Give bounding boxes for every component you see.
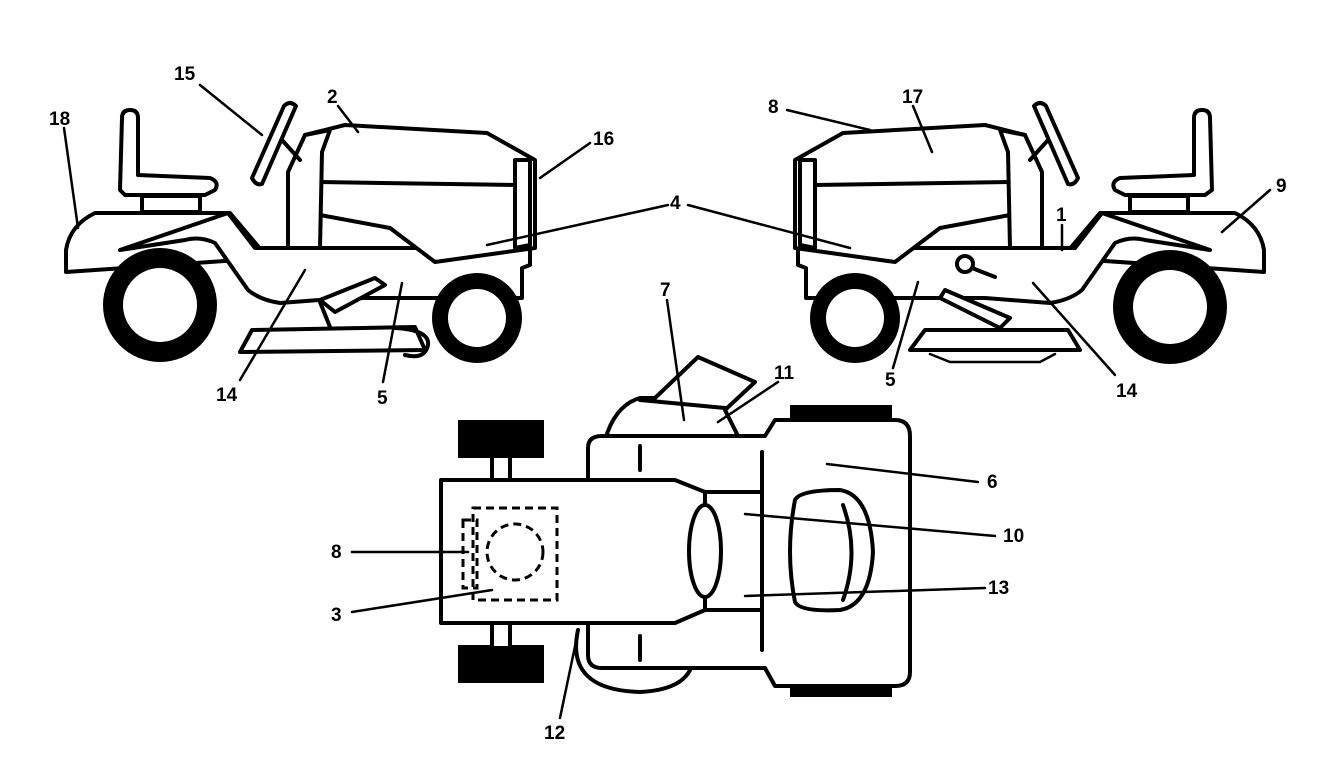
left-seat xyxy=(118,108,219,197)
right-steering-column xyxy=(1028,138,1050,162)
callout-top-3: 3 xyxy=(331,605,342,626)
leader-left-2 xyxy=(336,104,360,134)
callout-right-1: 1 xyxy=(1056,205,1067,226)
callout-top-10: 10 xyxy=(1003,526,1024,547)
left-deck-hanger xyxy=(318,300,332,329)
callout-top-8: 8 xyxy=(331,542,342,563)
leader-left-18 xyxy=(62,126,80,230)
leader-right-14 xyxy=(1031,281,1117,377)
leader-top-7 xyxy=(665,298,686,422)
right-hood-crease xyxy=(813,180,1012,187)
callout-top-7: 7 xyxy=(660,280,671,301)
top-fuel-cap-outline xyxy=(485,522,545,582)
right-deck-skirt xyxy=(928,352,1057,364)
callout-right-9: 9 xyxy=(1276,176,1287,197)
leader-top-10 xyxy=(743,512,997,538)
leader-top-11 xyxy=(716,380,780,424)
callout-left-2: 2 xyxy=(327,87,338,108)
leader-top-13 xyxy=(743,586,987,598)
callout-right-14: 14 xyxy=(1116,381,1138,402)
top-hood-decal-inner xyxy=(461,518,479,590)
right-hood xyxy=(793,123,1027,264)
left-grille xyxy=(513,158,532,250)
right-ignition-key xyxy=(955,254,975,274)
top-front-left-tire xyxy=(458,420,544,458)
callout-left-5: 5 xyxy=(377,388,388,409)
left-hood-crease xyxy=(318,180,517,187)
left-deck-belt xyxy=(393,326,431,359)
left-seat-post xyxy=(140,194,202,214)
callout-top-13: 13 xyxy=(988,578,1009,599)
leader-lines xyxy=(62,83,1272,720)
right-grille xyxy=(798,158,817,250)
right-front-rim xyxy=(826,289,884,347)
callout-left-14: 14 xyxy=(216,385,238,406)
callout-left-15: 15 xyxy=(174,64,196,85)
leader-left-15 xyxy=(198,83,264,137)
left-steering-wheel xyxy=(250,101,298,187)
leader-top-12 xyxy=(558,630,580,720)
leader-right-8 xyxy=(785,108,872,132)
callout-left-16: 16 xyxy=(593,129,614,150)
top-hood-decal-area xyxy=(471,506,559,602)
leader-left-16 xyxy=(538,141,592,180)
top-seat-back xyxy=(841,503,854,602)
callout-top-11: 11 xyxy=(774,363,795,384)
left-chassis xyxy=(118,211,532,305)
leader-left-5 xyxy=(381,281,404,384)
callout-right-17: 17 xyxy=(902,87,923,108)
top-hood xyxy=(439,478,707,625)
callout-top-12: 12 xyxy=(544,723,565,744)
callout-top-6: 6 xyxy=(987,472,998,493)
right-seat xyxy=(1111,108,1214,197)
leader-right-9 xyxy=(1220,188,1272,234)
callout-right-8: 8 xyxy=(768,97,779,118)
left-hood xyxy=(303,123,537,264)
tractor-top-view xyxy=(439,355,912,697)
right-mower-deck xyxy=(908,328,1082,352)
tractor-right-side-view xyxy=(793,101,1266,364)
left-steering-column xyxy=(280,138,302,162)
leader-right-5 xyxy=(891,280,920,370)
left-pedal xyxy=(318,276,387,314)
leader-right-17 xyxy=(911,104,934,154)
left-mower-deck xyxy=(238,325,427,354)
left-front-rim xyxy=(448,289,506,347)
top-front-right-tire xyxy=(458,645,544,683)
right-pedal xyxy=(938,288,1012,330)
callout-center-4: 4 xyxy=(670,193,681,214)
top-deck-cord xyxy=(574,628,692,694)
leader-top-3 xyxy=(350,588,494,614)
right-key-shaft xyxy=(970,266,997,279)
callout-left-18: 18 xyxy=(49,109,70,130)
right-seat-post xyxy=(1128,194,1190,214)
leader-top-6 xyxy=(825,462,980,484)
callout-right-5: 5 xyxy=(885,370,896,391)
tractor-left-side-view xyxy=(64,101,537,363)
top-steering-wheel xyxy=(687,503,723,599)
left-rear-rim xyxy=(123,268,197,342)
right-rear-rim xyxy=(1133,270,1207,344)
callout-labels: 18 15 2 16 4 14 5 8 17 9 1 5 14 7 11 6 1… xyxy=(49,64,1287,744)
leader-left-14 xyxy=(238,268,307,382)
leader-4-left xyxy=(485,203,670,247)
right-chassis xyxy=(796,211,1212,305)
right-steering-wheel xyxy=(1032,101,1080,187)
leader-4-right xyxy=(686,203,852,250)
